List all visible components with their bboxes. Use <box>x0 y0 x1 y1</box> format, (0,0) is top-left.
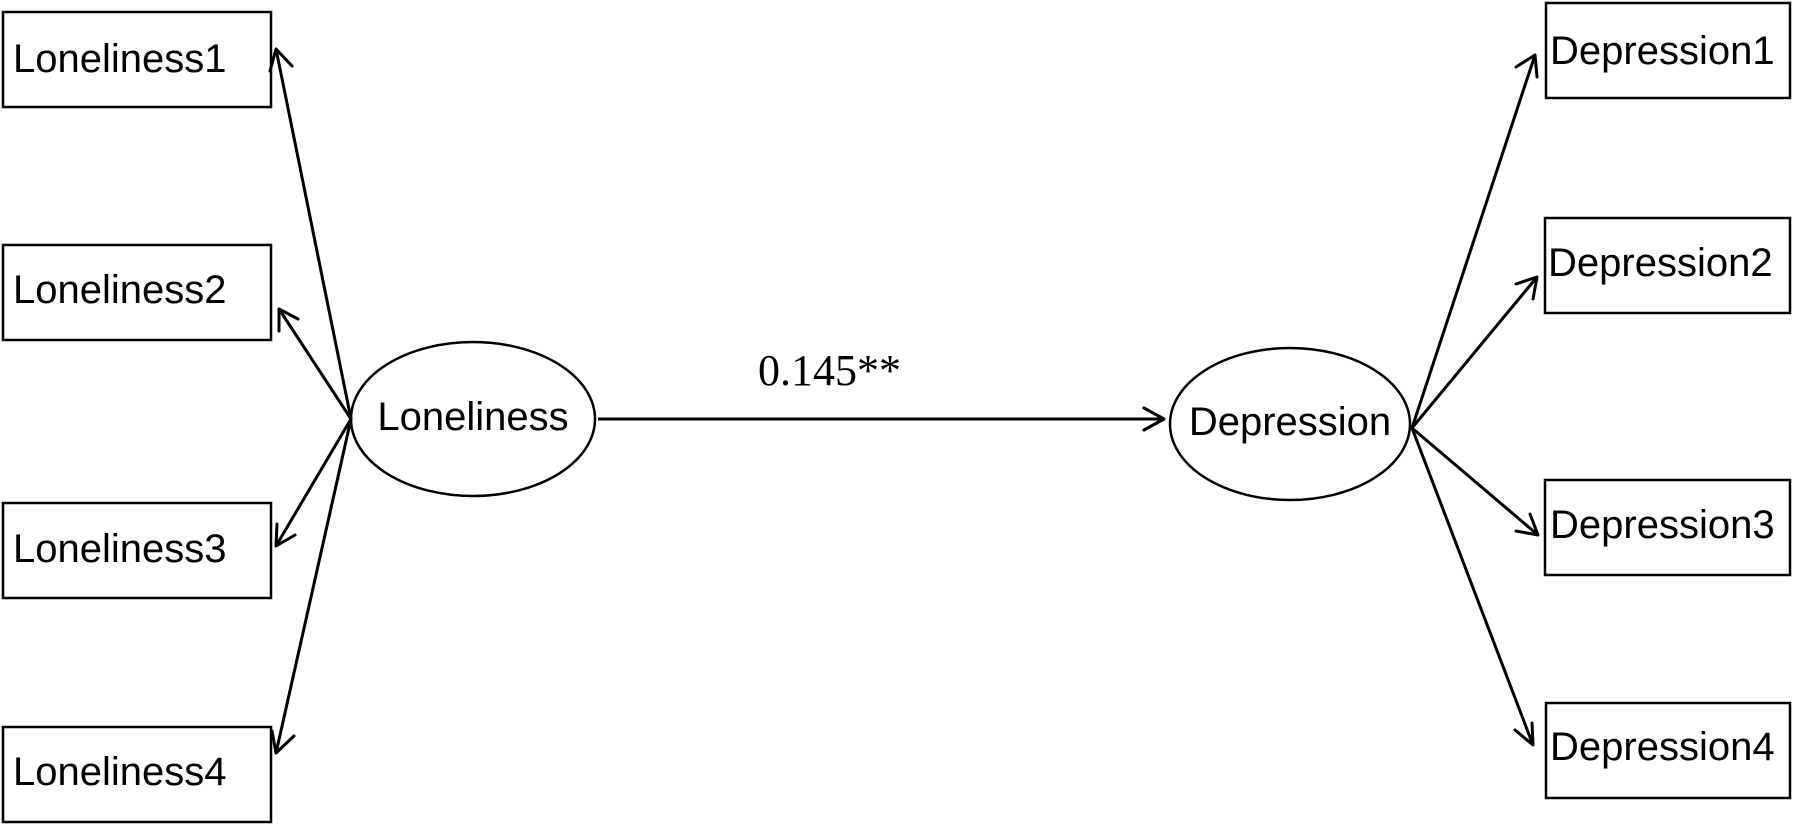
loading-arrow-loneliness2 <box>277 307 353 420</box>
indicator-label: Depression3 <box>1550 503 1775 547</box>
latent-loneliness: Loneliness <box>349 340 597 498</box>
indicator-label: Depression2 <box>1548 241 1773 285</box>
indicator-depression1: Depression1 <box>1544 1 1792 100</box>
indicator-loneliness2: Loneliness2 <box>1 243 273 342</box>
loading-arrow-depression3 <box>1411 426 1540 537</box>
latent-label: Loneliness <box>377 395 568 439</box>
loading-arrow-depression1 <box>1410 53 1539 429</box>
loading-arrow-depression4 <box>1410 427 1535 747</box>
indicator-label: Loneliness1 <box>13 37 227 81</box>
indicator-depression2: Depression2 <box>1543 216 1792 315</box>
indicator-loneliness3: Loneliness3 <box>1 501 273 600</box>
latent-depression: Depression <box>1168 346 1412 502</box>
loading-arrow-depression2 <box>1410 275 1539 429</box>
loading-arrow-loneliness1 <box>268 47 353 420</box>
indicator-depression3: Depression3 <box>1543 478 1792 577</box>
indicator-loneliness4: Loneliness4 <box>1 725 273 824</box>
indicator-loneliness1: Loneliness1 <box>1 10 273 109</box>
structural-path-arrow <box>598 406 1166 432</box>
indicator-label: Loneliness4 <box>13 750 227 794</box>
indicator-label: Depression1 <box>1550 29 1775 73</box>
indicator-depression4: Depression4 <box>1544 701 1792 800</box>
latent-label: Depression <box>1189 400 1391 444</box>
loading-arrow-loneliness4 <box>270 418 353 755</box>
indicator-label: Loneliness2 <box>13 268 227 312</box>
loading-arrow-loneliness3 <box>274 418 353 548</box>
indicator-label: Loneliness3 <box>13 527 227 571</box>
path-coefficient: 0.145** <box>758 346 901 395</box>
indicator-label: Depression4 <box>1550 725 1775 769</box>
